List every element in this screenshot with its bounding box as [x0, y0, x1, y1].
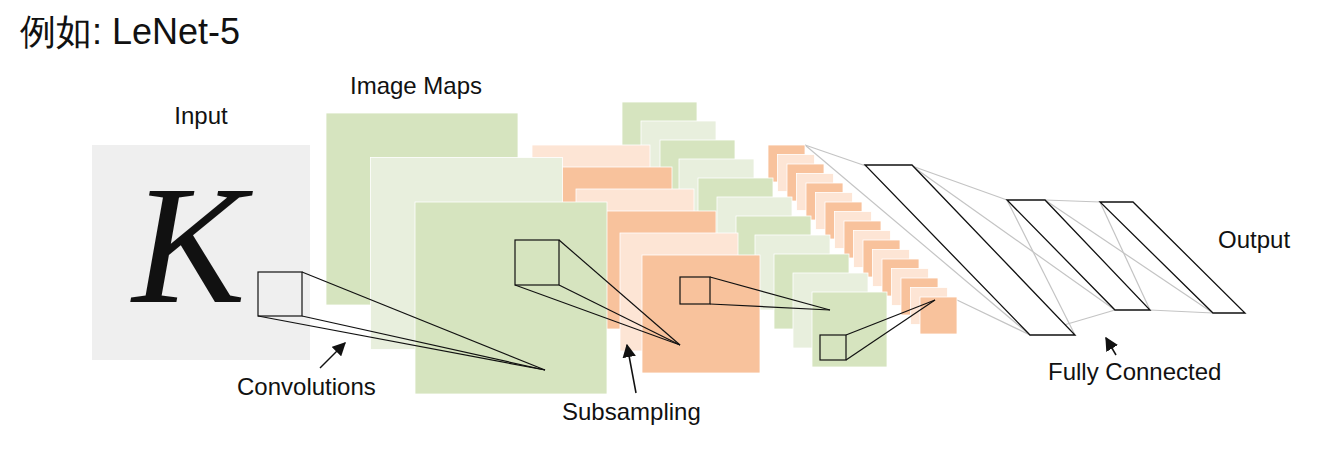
input-letter: K [92, 160, 310, 330]
stage-label: Fully Connected [1048, 358, 1221, 387]
convolution-1-stack [326, 113, 607, 394]
feature-map [812, 292, 887, 367]
slide-title: 例如: LeNet-5 [20, 10, 240, 53]
output-label: Output [1218, 226, 1290, 255]
feature-map [642, 255, 760, 373]
input-heading: Input [92, 102, 310, 131]
pointer-arrows [320, 338, 1116, 393]
input-box: InputK [92, 145, 310, 360]
stage-label: Convolutions [237, 373, 376, 402]
stage-label: Subsampling [562, 398, 701, 427]
fully-connected-layers [865, 165, 1245, 335]
input-box-ground [92, 145, 310, 360]
feature-map [415, 202, 607, 394]
layer-heading: Image Maps [350, 72, 482, 101]
receptive-fields [258, 240, 935, 370]
feature-map [920, 297, 957, 334]
